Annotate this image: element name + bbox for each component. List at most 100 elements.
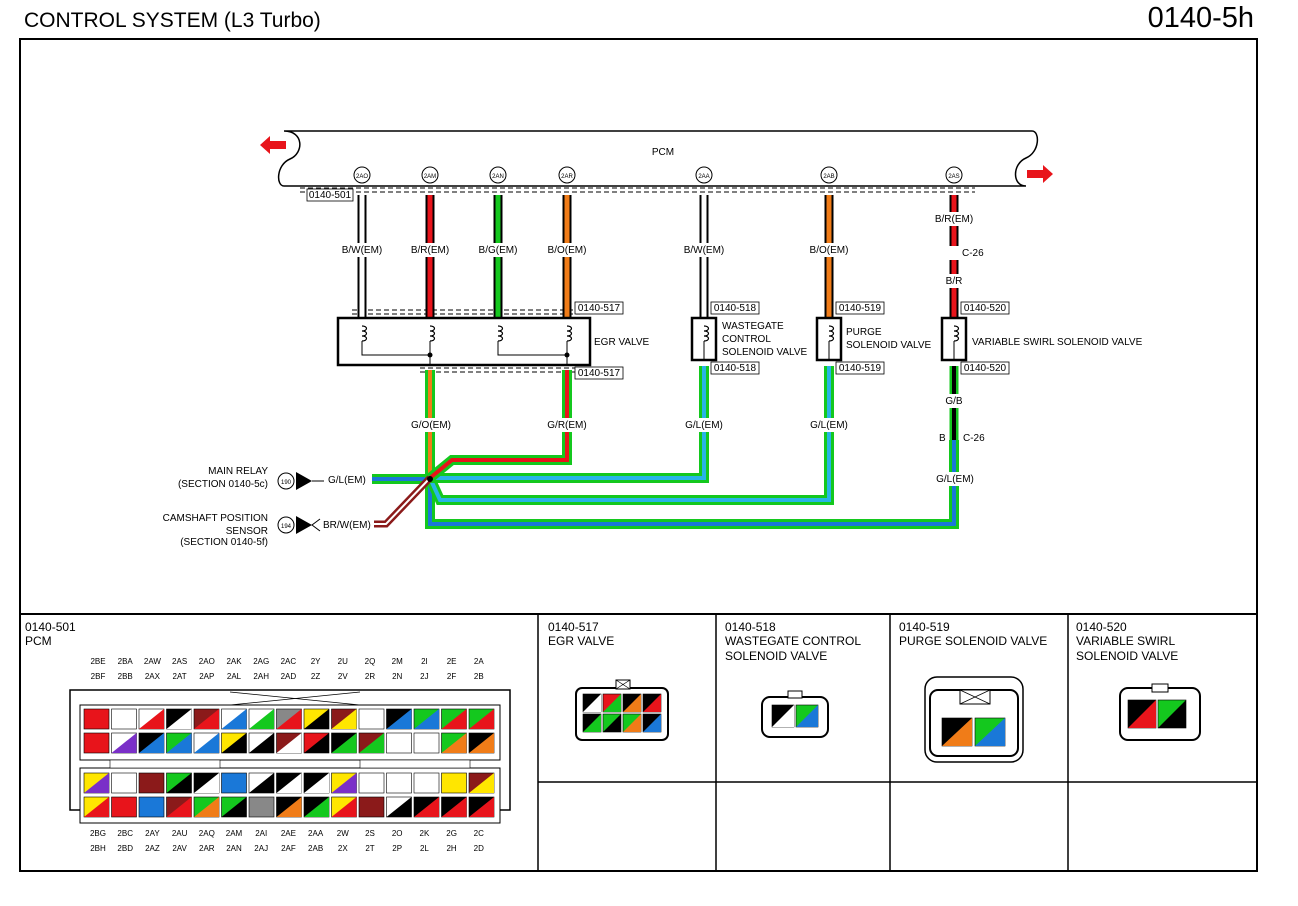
pcm-pin-label: 2AE [281, 829, 296, 838]
svg-text:B/W(EM): B/W(EM) [684, 245, 725, 256]
svg-text:G/L(EM): G/L(EM) [810, 420, 848, 431]
connector-pin [193, 796, 220, 818]
svg-text:B/G(EM): B/G(EM) [479, 245, 518, 256]
pcm-terminals: 2AO 2AM 2AN 2AR 2AA 2AB 2AS [353, 166, 963, 184]
purge-solenoid: PURGE SOLENOID VALVE [815, 316, 932, 362]
svg-text:WASTEGATE CONTROL: WASTEGATE CONTROL [725, 634, 861, 648]
connector-pin [221, 796, 247, 818]
connector-pin [83, 732, 110, 754]
pcm-pin-label: 2J [420, 672, 428, 681]
pcm-pin-label: 2BH [90, 844, 106, 853]
continue-left-arrow [260, 136, 286, 154]
pcm-pin-label: 2AM [226, 829, 243, 838]
connector-pin [331, 732, 357, 754]
svg-text:0140-517: 0140-517 [548, 620, 599, 634]
svg-text:0140-501: 0140-501 [25, 620, 76, 634]
connector-pin [111, 772, 137, 794]
svg-text:PCM: PCM [25, 634, 52, 648]
pcm-pin-label: 2M [392, 657, 403, 666]
svg-text:(SECTION 0140-5f): (SECTION 0140-5f) [180, 537, 268, 548]
svg-text:SOLENOID VALVE: SOLENOID VALVE [846, 340, 932, 351]
pcm-pin-label: 2B [474, 672, 484, 681]
egr-valve: EGR VALVE [336, 316, 650, 367]
continue-right-arrow [1027, 165, 1053, 183]
connector-pin [386, 796, 412, 818]
pcm-connector-face [69, 689, 511, 824]
svg-text:C-26: C-26 [962, 248, 984, 259]
pcm-pin-label: 2BG [90, 829, 106, 838]
connector-pin [303, 732, 330, 754]
connector-pin [386, 732, 412, 754]
pcm-pin-label: 2AQ [199, 829, 215, 838]
svg-text:MAIN RELAY: MAIN RELAY [208, 466, 268, 477]
svg-text:CONTROL: CONTROL [722, 334, 771, 345]
svg-text:EGR VALVE: EGR VALVE [548, 634, 614, 648]
pcm-pin-label: 2P [392, 844, 402, 853]
connector-pin [83, 708, 110, 730]
svg-text:2AN: 2AN [492, 174, 504, 180]
connector-pin [468, 708, 495, 730]
wastegate-control-solenoid: WASTEGATE CONTROL SOLENOID VALVE [690, 316, 808, 362]
pcm-pin-label: 2AP [199, 672, 214, 681]
connector-pin [771, 704, 795, 728]
connector-pin [642, 713, 662, 733]
connector-pin [331, 772, 357, 794]
pcm-pin-label: 2E [447, 657, 457, 666]
svg-text:PURGE: PURGE [846, 327, 882, 338]
svg-text:B/R(EM): B/R(EM) [935, 214, 973, 225]
connector-pin [386, 708, 412, 730]
pcm-pin-label: 2C [474, 829, 484, 838]
svg-text:2AB: 2AB [823, 174, 834, 180]
connector-pin [193, 732, 220, 754]
pcm-pin-label: 2AA [308, 829, 324, 838]
pcm-pin-label: 2Q [365, 657, 376, 666]
connector-panels: 0140-501 PCM 0140-517 EGR VALVE 0140-518… [25, 620, 1178, 663]
svg-text:0140-520: 0140-520 [1076, 620, 1127, 634]
pcm-pin-label: 2AV [172, 844, 187, 853]
connector-pin [386, 772, 412, 794]
pcm-pin-label: 2Z [311, 672, 320, 681]
svg-text:0140-520: 0140-520 [964, 363, 1007, 374]
camshaft-sensor-reference: CAMSHAFT POSITION SENSOR (SECTION 0140-5… [163, 513, 371, 548]
upper-wire-labels: B/W(EM) B/R(EM) B/G(EM) B/O(EM) B/W(EM) … [336, 212, 992, 288]
svg-text:G/L(EM): G/L(EM) [936, 474, 974, 485]
pcm-pin-label: 2AL [227, 672, 242, 681]
pcm-pin-label: 2AS [172, 657, 187, 666]
connector-pin [358, 732, 385, 754]
pcm-pin-label: 2N [392, 672, 402, 681]
connector-pin [276, 708, 302, 730]
svg-text:PURGE SOLENOID VALVE: PURGE SOLENOID VALVE [899, 634, 1047, 648]
svg-text:B/O(EM): B/O(EM) [548, 245, 587, 256]
egr-valve-label: EGR VALVE [594, 337, 650, 348]
connector-refs: 0140-501 0140-517 0140-517 0140-518 0140… [306, 188, 1010, 380]
connector-pin [303, 772, 330, 794]
main-relay-reference: MAIN RELAY (SECTION 0140-5c) 190 G/L(EM) [178, 466, 366, 490]
pcm-pin-label: 2A [474, 657, 484, 666]
connector-pin [111, 708, 137, 730]
pcm-pin-label: 2AU [172, 829, 188, 838]
svg-text:SENSOR: SENSOR [226, 526, 268, 537]
pcm-pin-label: 2V [338, 672, 348, 681]
svg-text:C-26: C-26 [963, 433, 985, 444]
pcm-pin-label: 2U [338, 657, 348, 666]
pcm-pin-label: 2BA [118, 657, 134, 666]
svg-text:0140-518: 0140-518 [725, 620, 776, 634]
pcm-pin-label: 2BC [117, 829, 133, 838]
connector-pin [468, 772, 495, 794]
svg-text:G/B: G/B [945, 396, 963, 407]
pcm-pin-label: 2AK [226, 657, 242, 666]
pcm-pin-label: 2BD [117, 844, 133, 853]
svg-text:G/L(EM): G/L(EM) [685, 420, 723, 431]
pcm-pin-label: 2L [420, 844, 429, 853]
connector-pin [582, 713, 602, 733]
page-number: 0140-5h [1147, 2, 1254, 34]
connector-pin [602, 713, 622, 733]
pcm-pin-label: 2AR [199, 844, 215, 853]
pcm-pin-label: 2AT [173, 672, 187, 681]
connector-pin [413, 796, 440, 818]
pcm-pin-label: 2AO [199, 657, 215, 666]
connector-pin [413, 708, 440, 730]
variable-swirl-solenoid: VARIABLE SWIRL SOLENOID VALVE [940, 316, 1143, 362]
pcm-pin-label: 2G [446, 829, 457, 838]
pcm-pin-label: 2AC [281, 657, 297, 666]
